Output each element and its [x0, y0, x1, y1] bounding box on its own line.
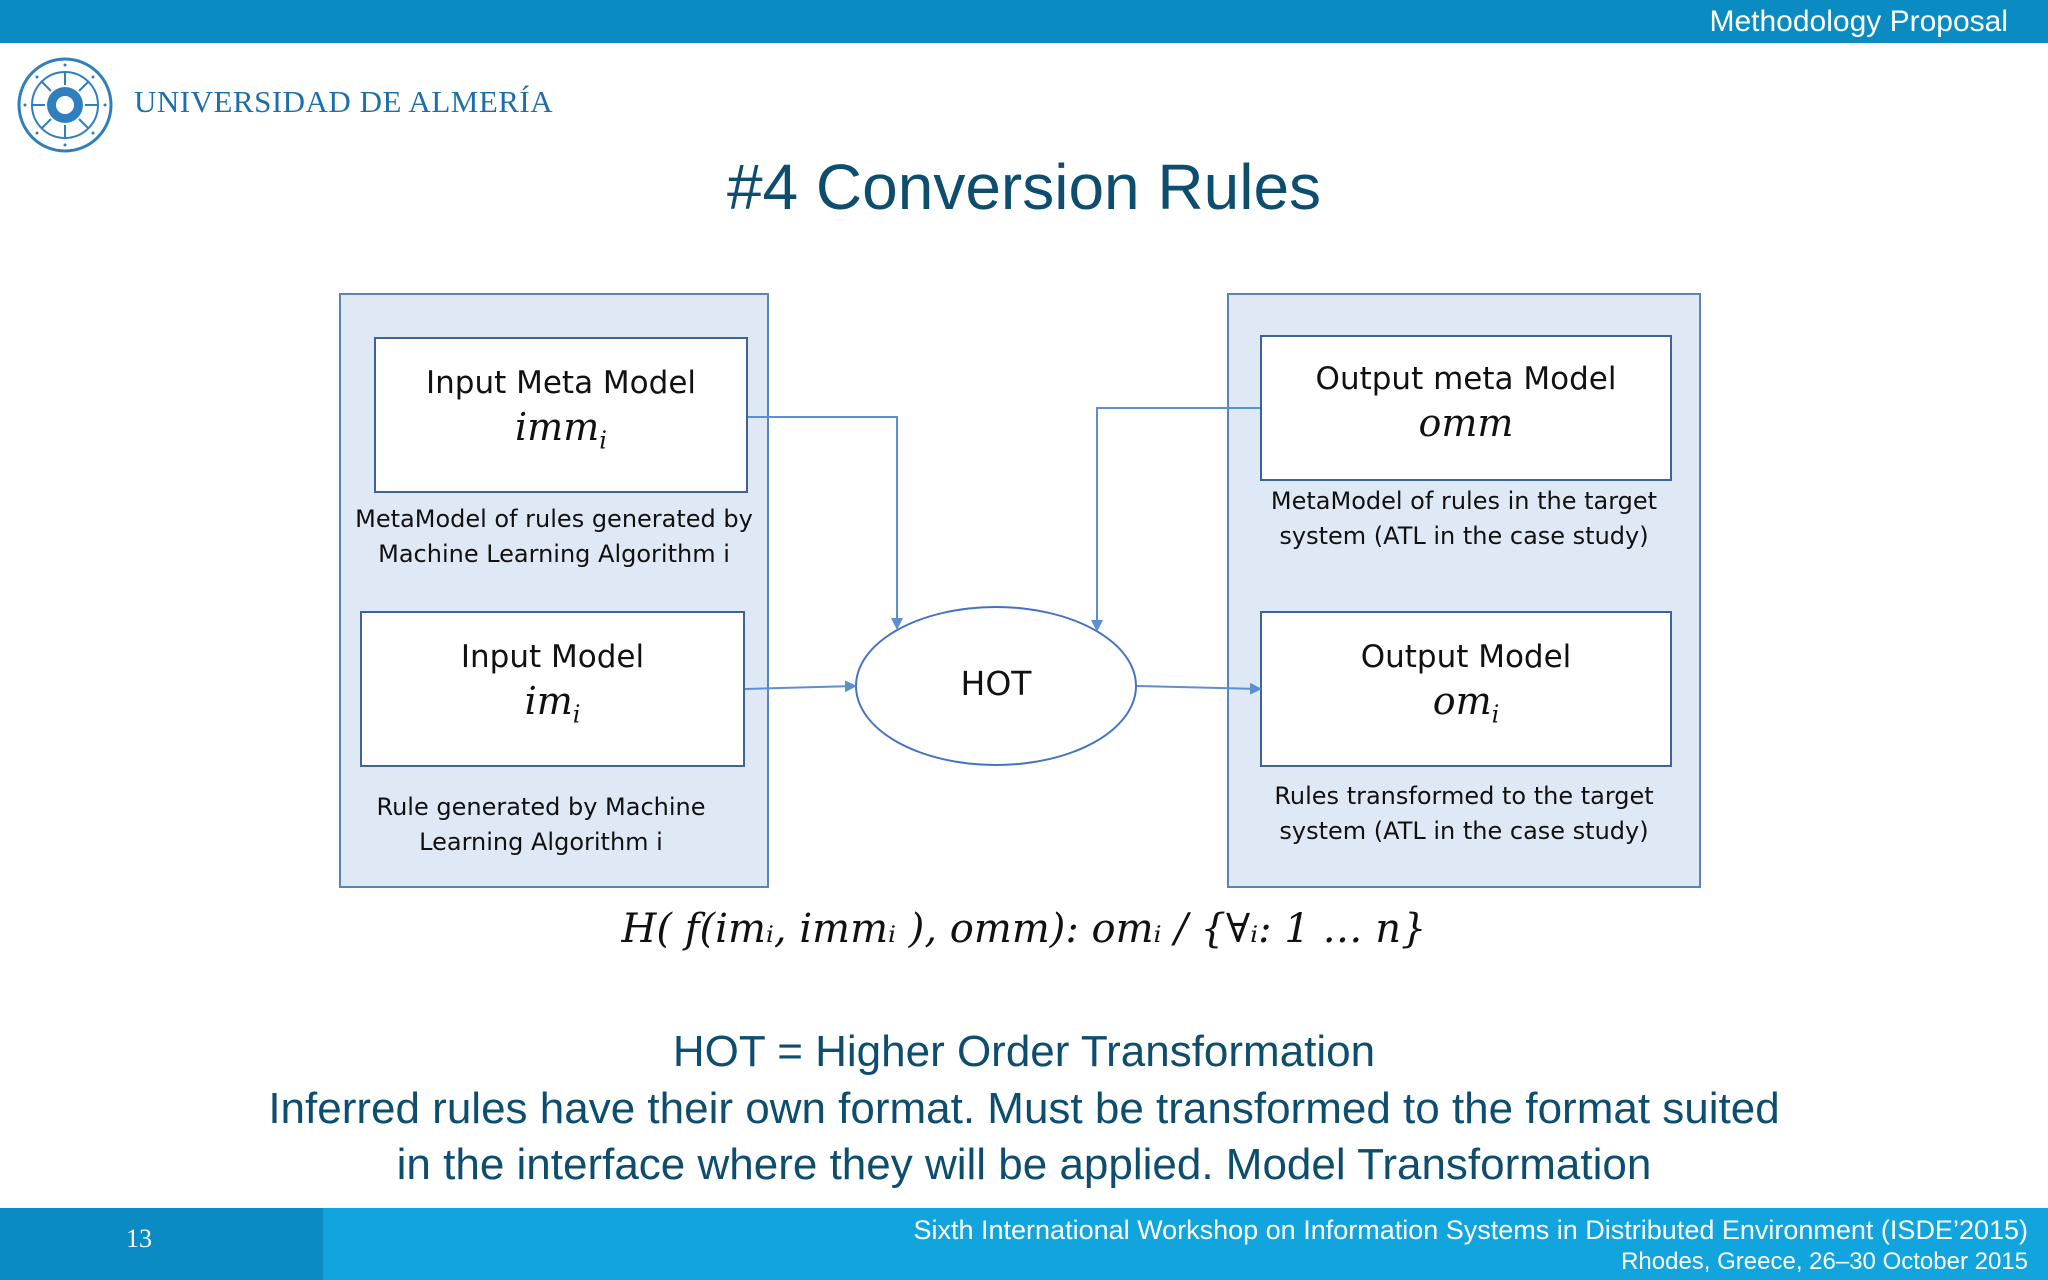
- input-meta-model-label: Input Meta Model: [425, 365, 697, 401]
- body-line-3: in the interface where they will be appl…: [396, 1140, 1652, 1189]
- output-model-caption: Rules transformed to the target system (…: [1274, 782, 1654, 845]
- input-model-box: Input Model imi: [360, 611, 745, 767]
- slide-title: #4 Conversion Rules: [726, 151, 1322, 223]
- output-model-box: Output Model omi: [1260, 611, 1672, 767]
- input-meta-model-box: Input Meta Model immi: [374, 337, 748, 493]
- input-model-label: Input Model: [460, 639, 645, 675]
- input-model-symbol: imi: [524, 679, 581, 729]
- footer-conference: Sixth International Workshop on Informat…: [913, 1215, 2028, 1245]
- footer-conference-panel: [323, 1208, 2048, 1280]
- output-model-label: Output Model: [1360, 639, 1572, 675]
- input-meta-model-caption: MetaModel of rules generated by Machine …: [355, 505, 753, 568]
- footer-page-panel: [0, 1208, 323, 1280]
- body-line-2: Inferred rules have their own format. Mu…: [268, 1084, 1780, 1133]
- output-meta-model-label: Output meta Model: [1315, 361, 1617, 397]
- university-seal-icon: [17, 57, 113, 153]
- university-logo: [16, 56, 114, 154]
- university-name: UNIVERSIDAD DE ALMERÍA: [134, 84, 554, 119]
- output-meta-model-box: Output meta Model omm: [1260, 335, 1672, 481]
- output-model-symbol: omi: [1432, 679, 1500, 729]
- output-meta-model-symbol: omm: [1418, 401, 1514, 445]
- body-line-1: HOT = Higher Order Transformation: [672, 1027, 1376, 1076]
- section-title: Methodology Proposal: [1709, 5, 2008, 38]
- page-number: 13: [126, 1224, 152, 1253]
- input-meta-model-symbol: immi: [515, 405, 607, 455]
- output-meta-model-caption: MetaModel of rules in the target system …: [1270, 487, 1658, 550]
- header-bar: Methodology Proposal: [0, 0, 2048, 43]
- hot-node: [855, 606, 1137, 766]
- input-model-caption: Rule generated by Machine Learning Algor…: [376, 793, 706, 856]
- footer-location-date: Rhodes, Greece, 26–30 October 2015: [1621, 1248, 2028, 1275]
- hot-formula: H( f(imᵢ, immᵢ ), omm): omᵢ / {∀ᵢ: 1 … n…: [621, 906, 1427, 952]
- hot-label: HOT: [960, 664, 1032, 703]
- arrow-meta-to-hot: [748, 416, 903, 630]
